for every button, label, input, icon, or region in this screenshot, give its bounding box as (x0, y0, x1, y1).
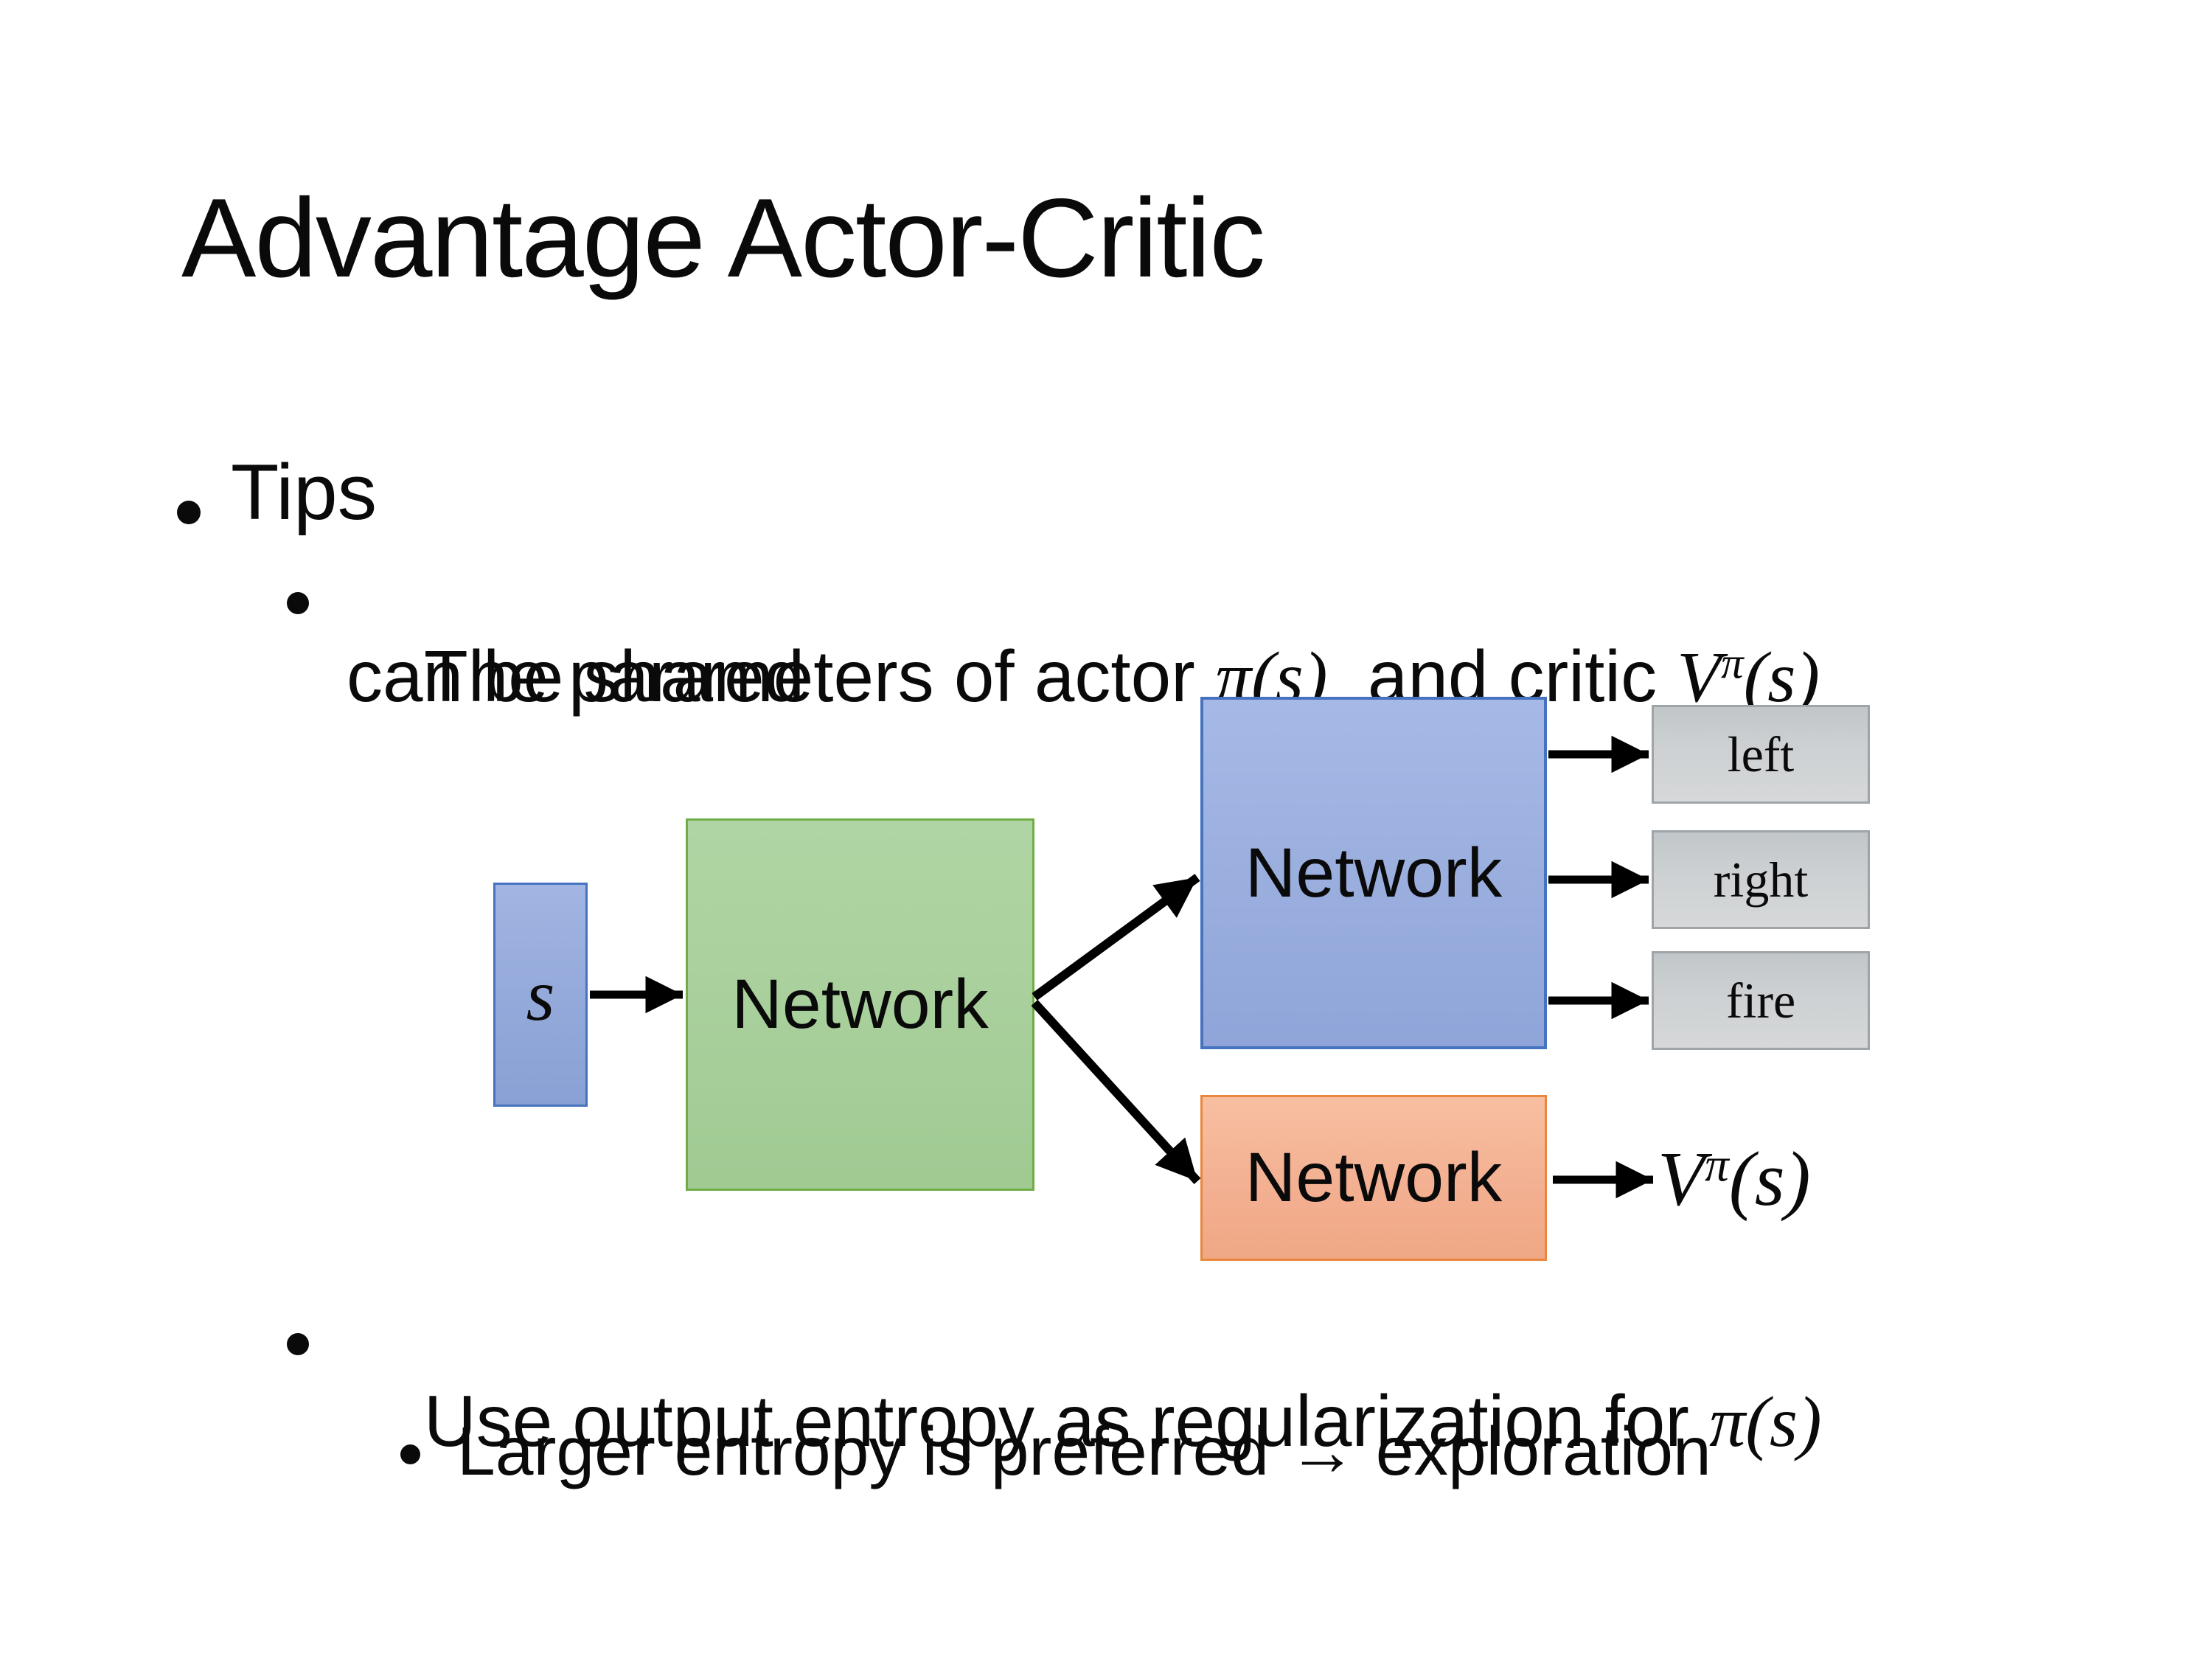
action-fire-label: fire (1725, 972, 1796, 1029)
bullet-exploration: Larger entropy is preferred → exploratio… (457, 1413, 1711, 1489)
shared-network-label: Network (731, 965, 989, 1043)
action-right-box: right (1652, 830, 1870, 929)
arrow-shared-to-critic (1031, 999, 1201, 1185)
bullet-dot (287, 592, 309, 614)
bullet-dot (177, 501, 201, 524)
value-sup: π (1705, 1138, 1729, 1192)
bullet-parameters-line2: can be shared (347, 636, 805, 717)
math-v-sup: π (1721, 639, 1744, 689)
critic-network-box: Network (1200, 1095, 1547, 1261)
bullet-entropy: Use output entropy as regularization for… (344, 1303, 1822, 1540)
value-args: (s) (1728, 1135, 1811, 1222)
text-run: The parameters of actor (423, 635, 1215, 717)
bullet-dot (400, 1444, 420, 1464)
action-fire-box: fire (1652, 951, 1870, 1050)
math-v-pi-s: Vπ(s) (1677, 638, 1820, 717)
action-left-label: left (1727, 726, 1795, 782)
arrow-shared-to-actor (1032, 874, 1200, 1001)
bullet-tips: Tips (231, 448, 378, 536)
action-left-box: left (1652, 705, 1870, 804)
state-input-box: s (493, 883, 588, 1107)
bullet-dot (287, 1333, 309, 1355)
value-output-label: Vπ(s) (1658, 1134, 1811, 1223)
math-v-base: V (1677, 637, 1722, 717)
text-run: Use output entropy as regularization for (423, 1380, 1710, 1461)
action-right-label: right (1713, 851, 1809, 908)
state-label: s (526, 953, 555, 1036)
page-title: Advantage Actor-Critic (181, 175, 1265, 301)
math-v-args: (s) (1743, 637, 1820, 717)
actor-network-label: Network (1245, 833, 1503, 912)
shared-network-box: Network (686, 818, 1034, 1191)
math-pi-s: π(s) (1709, 1382, 1822, 1462)
actor-network-box: Network (1200, 697, 1547, 1049)
critic-network-label: Network (1245, 1138, 1503, 1217)
value-base: V (1658, 1135, 1705, 1222)
